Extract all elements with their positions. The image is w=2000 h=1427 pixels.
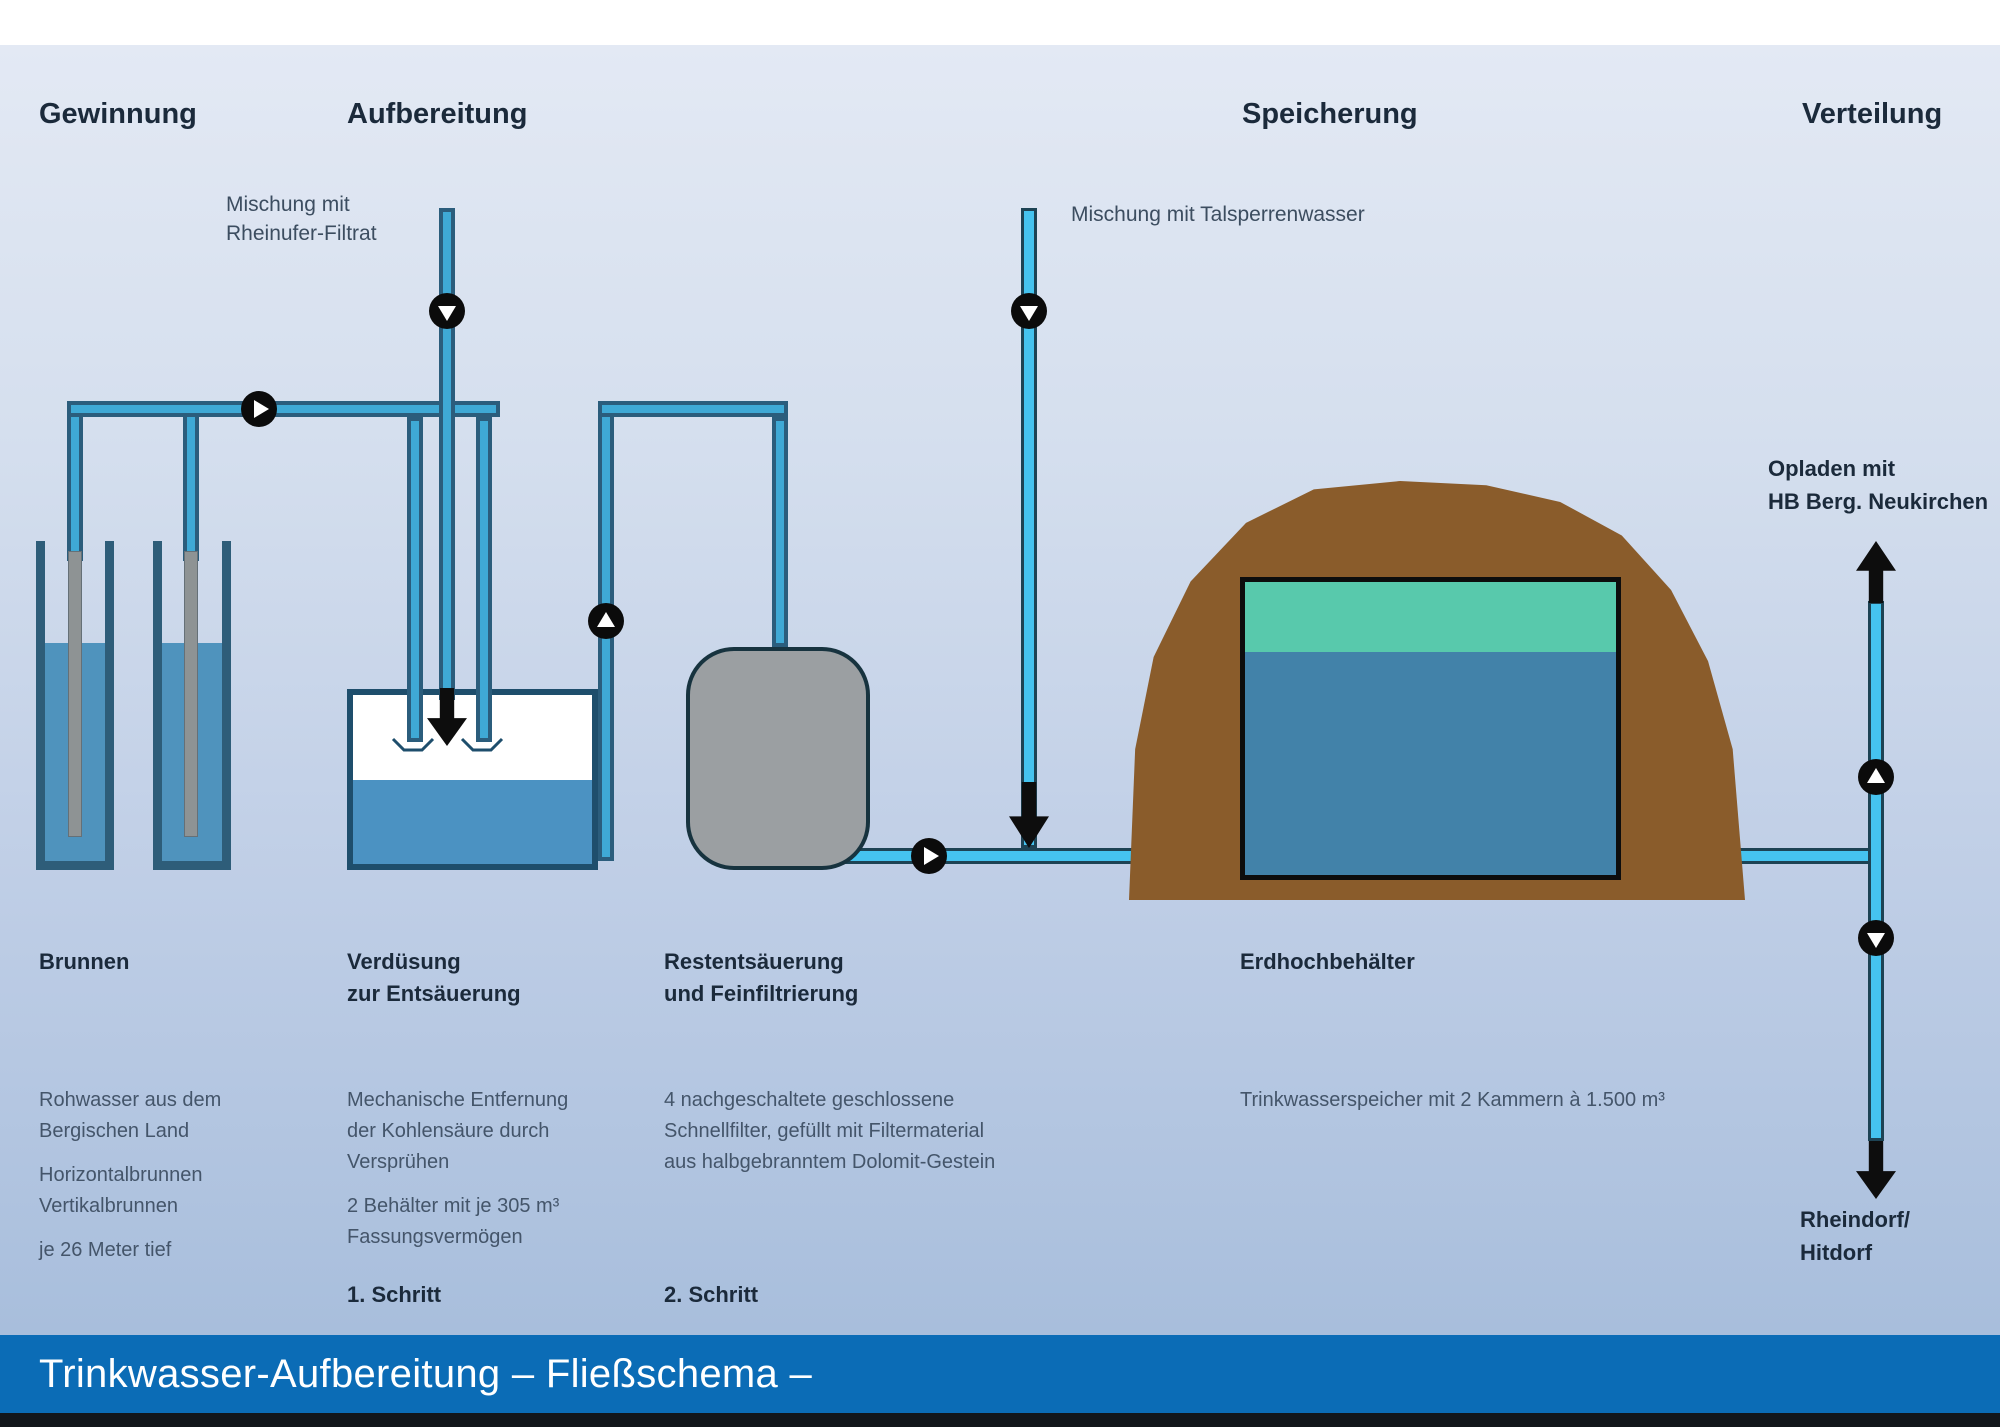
spray-nozzle-icon [391,737,435,752]
pump-triangle-down [1020,305,1038,321]
pipe-basin-inlet-left [407,417,423,742]
column-header-speicherung: Speicherung [1242,98,1418,130]
pump-icon-basin-riser [588,603,624,639]
destination-opladen: Opladen mit HB Berg. Neukirchen [1768,456,1989,514]
desc-text: 4 nachgeschaltete geschlossene Schnellfi… [664,1089,996,1173]
well1-riser-rod [68,551,82,837]
pump-triangle-right [923,847,939,865]
pipe-basin-inlet-right [476,417,492,742]
station-title-brunnen: Brunnen [39,949,130,974]
column-header-gewinnung: Gewinnung [39,98,197,130]
station-title-restentsaeuerung: Restentsäuerung und Feinfiltrierung [664,949,859,1006]
pipe-basin-to-filter [598,401,788,417]
diagram-title: Trinkwasser-Aufbereitung – Fließschema – [39,1352,813,1396]
column-header-verteilung: Verteilung [1802,98,1943,130]
desc-text: 2 Behälter mit je 305 m³ Fassungsvermöge… [347,1195,560,1248]
label-talsperren-inflow: Mischung mit Talsperrenwasser [1071,203,1365,226]
station-desc-restentsaeuerung: 4 nachgeschaltete geschlossene Schnellfi… [664,1085,995,1191]
pump-icon-distribution-up [1858,759,1894,795]
basin-water [353,779,592,864]
pump-triangle-down [438,305,456,321]
pipe-well1-riser [67,401,83,561]
pump-icon-rheinufer-feed [429,293,465,329]
pipe-well2-riser [183,401,199,561]
pump-icon-raw-water [241,391,277,427]
well2-riser-rod [184,551,198,837]
pipe-filter-inlet [772,417,788,647]
station-title-verduesung: Verdüsung zur Entsäuerung [347,949,521,1006]
filter-vessel [686,647,870,870]
spray-basin [347,689,598,870]
destination-rheindorf: Rheindorf/ Hitdorf [1800,1207,1910,1265]
desc-text: Mechanische Entfernung der Kohlensäure d… [347,1089,569,1173]
step-label-2: 2. Schritt [664,1282,759,1307]
station-desc-verduesung: Mechanische Entfernung der Kohlensäure d… [347,1085,568,1266]
pump-icon-filter-outlet [911,838,947,874]
pump-triangle-down [1867,932,1885,948]
label-rheinufer-inflow: Mischung mit Rheinufer-Filtrat [226,193,377,246]
footer-dark-strip [0,1413,2000,1427]
step-label-1: 1. Schritt [347,1282,442,1307]
desc-text: Horizontalbrunnen Vertikalbrunnen [39,1164,203,1217]
pipe-main-horizontal [67,401,500,417]
desc-text: Trinkwasserspeicher mit 2 Kammern à 1.50… [1240,1089,1665,1111]
footer-bar [0,1335,2000,1413]
spray-nozzle-icon [460,737,504,752]
storage-tank [1240,577,1621,880]
desc-text: Rohwasser aus dem Bergischen Land [39,1089,222,1142]
desc-text: je 26 Meter tief [39,1239,172,1261]
pump-triangle-up [1867,767,1885,783]
column-header-aufbereitung: Aufbereitung [347,98,528,130]
pump-triangle-up [597,611,615,627]
pump-triangle-right [253,400,269,418]
pump-icon-talsperren-feed [1011,293,1047,329]
pump-icon-distribution-down [1858,920,1894,956]
tank-air-band [1245,582,1616,652]
pipe-rheinufer-feed [439,208,455,700]
station-desc-erdhochbehaelter: Trinkwasserspeicher mit 2 Kammern à 1.50… [1240,1085,1665,1129]
station-desc-brunnen: Rohwasser aus dem Bergischen Land Horizo… [39,1085,221,1279]
pipe-distribution-vertical [1868,601,1884,1141]
station-title-erdhochbehaelter: Erdhochbehälter [1240,949,1415,974]
